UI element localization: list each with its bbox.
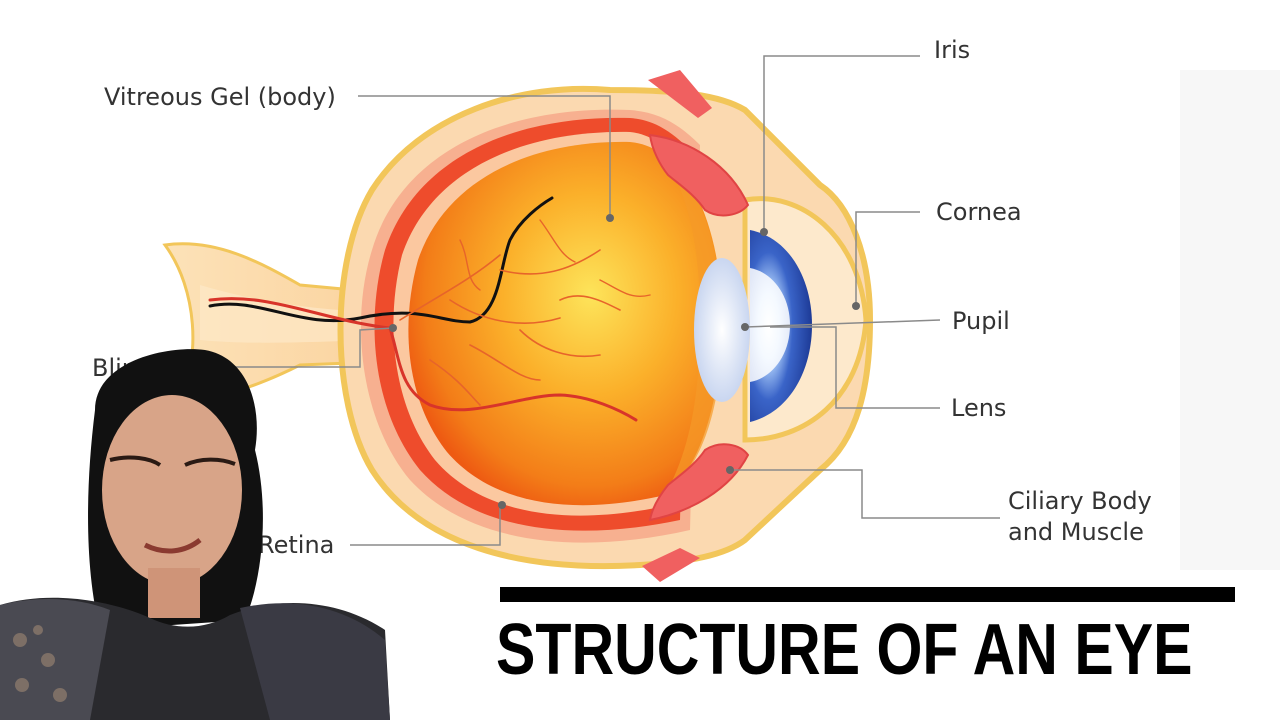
label-ciliary-line1: Ciliary Body: [1008, 487, 1152, 515]
presenter-video: [0, 349, 390, 720]
label-pupil: Pupil: [952, 307, 1010, 335]
ciliary-body: [648, 133, 750, 522]
leader-lines: [235, 55, 1000, 546]
leader-dots: [389, 214, 860, 509]
muscle-bottom: [642, 548, 700, 582]
label-iris: Iris: [934, 36, 971, 64]
label-vitreous-gel: Vitreous Gel (body): [104, 83, 336, 111]
lens: [694, 258, 750, 402]
muscle-top: [648, 70, 712, 118]
label-lens: Lens: [951, 394, 1007, 422]
slide-title: STRUCTURE OF AN EYE: [496, 610, 1193, 690]
label-ciliary-line2: and Muscle: [1008, 518, 1144, 546]
label-cornea: Cornea: [936, 198, 1022, 226]
blood-vessels: [208, 196, 651, 422]
label-retina: Retina: [258, 531, 335, 559]
title-underline: [500, 587, 1235, 602]
vitreous-body: [408, 141, 723, 506]
